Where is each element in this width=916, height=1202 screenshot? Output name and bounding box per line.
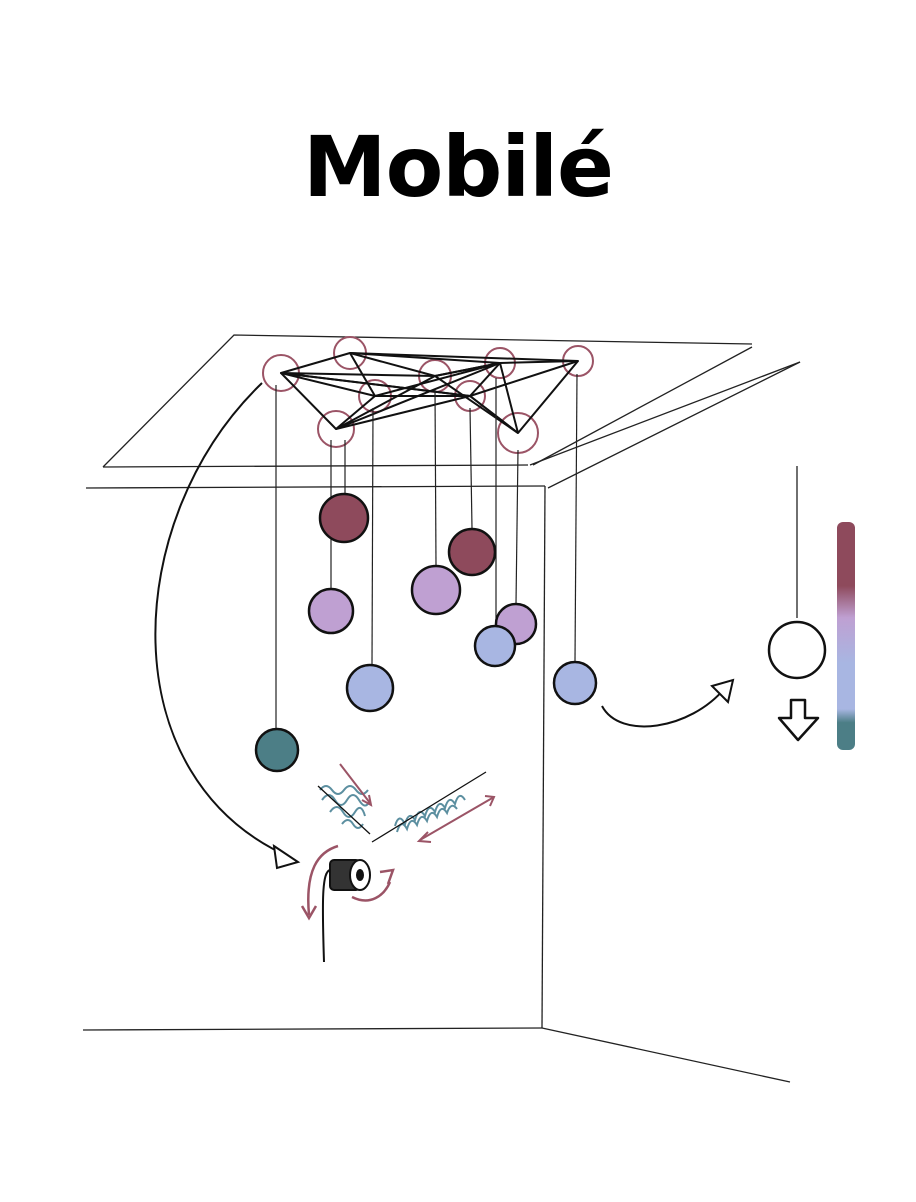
curved-arrow-icon [601,678,735,728]
ball-teal [254,727,300,773]
ball-periwinkle [345,663,395,713]
spring-right [371,771,487,843]
page-title: Mobilé [303,118,614,216]
mobile-balls [254,492,598,773]
force-arrows [339,763,496,843]
curved-arrow-icon [154,382,301,870]
rotation-arrows-icon [300,844,395,921]
ball-mauve [410,564,462,616]
down-arrow-icon [777,698,820,742]
ceiling-plane [102,334,801,468]
hanging-strings [275,373,578,728]
ball-periwinkle [473,624,517,668]
hanger-frame [280,352,579,434]
ball-periwinkle [552,660,598,706]
motor-spool-icon [321,859,371,963]
ball-burgundy [318,492,370,544]
room-walls [82,361,801,1083]
color-scale-bar [837,522,855,750]
ball-mauve [307,587,355,635]
spring-left [317,785,371,835]
single-ball [767,466,827,680]
ball-burgundy [447,527,497,577]
